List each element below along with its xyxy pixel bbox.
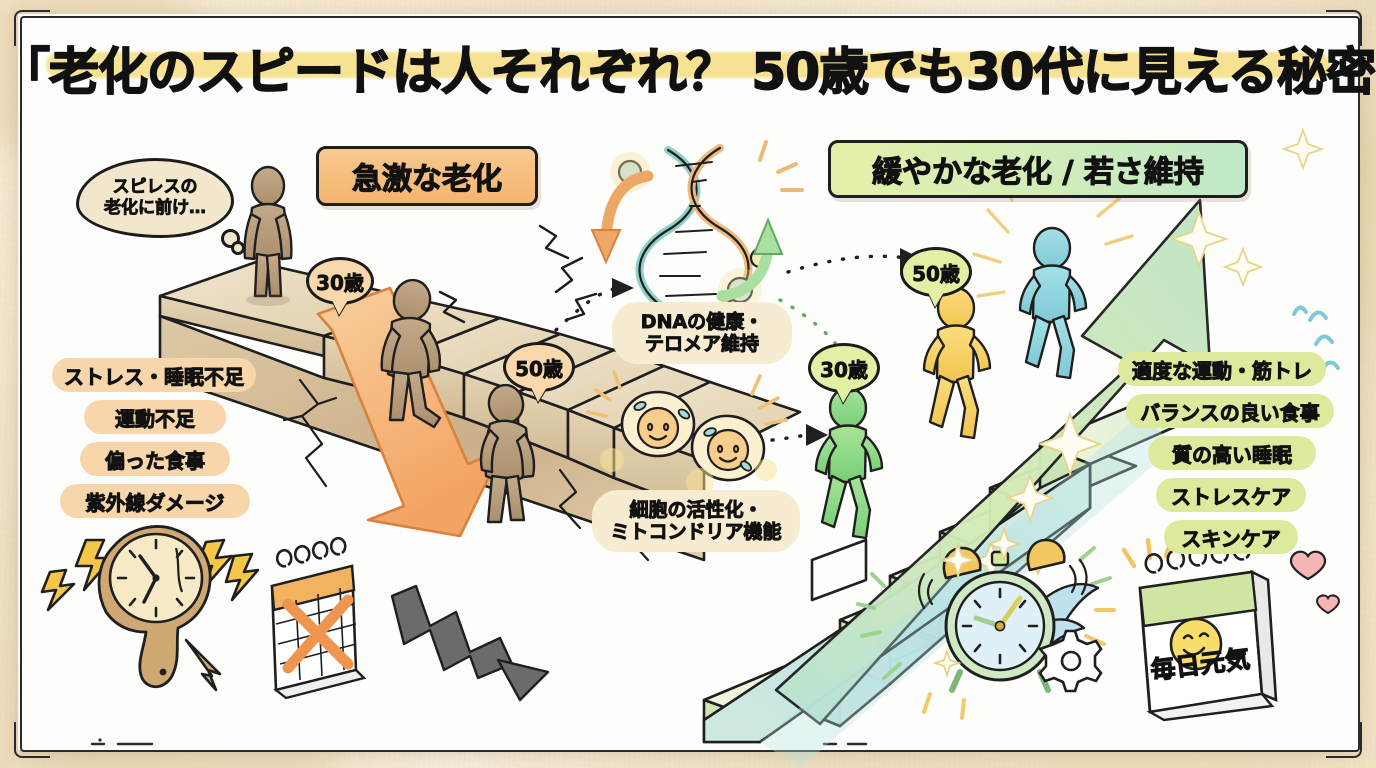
note-dna-health: DNAの健康・ テロメア維持 bbox=[612, 302, 792, 364]
bubble-tail bbox=[836, 388, 852, 403]
right-factor-2-label: バランスの良い食事 bbox=[1140, 400, 1321, 425]
right-factor-2: バランスの良い食事 bbox=[1126, 394, 1334, 428]
right-factor-4-label: ストレスケア bbox=[1171, 484, 1292, 509]
bubble-tail bbox=[332, 300, 348, 315]
right-factor-3: 質の高い睡眠 bbox=[1148, 436, 1316, 470]
left-factor-2-label: 運動不足 bbox=[115, 406, 196, 431]
age-bubble-right-30: 30歳 bbox=[808, 343, 880, 403]
right-factor-5: スキンケア bbox=[1164, 520, 1298, 554]
left-factor-3: 偏った食事 bbox=[80, 442, 230, 476]
corner-mark-bottom-left bbox=[14, 722, 50, 758]
right-factor-4: ストレスケア bbox=[1156, 478, 1306, 512]
left-factor-4-label: 紫外線ダメージ bbox=[85, 490, 225, 515]
left-factor-1-label: ストレス・睡眠不足 bbox=[64, 364, 245, 389]
age-bubble-right-30-label: 30歳 bbox=[820, 357, 869, 382]
corner-mark-bottom-right bbox=[1326, 722, 1362, 758]
banner-gradual-aging: 緩やかな老化 / 若さ維持 bbox=[828, 140, 1248, 198]
title-highlight bbox=[46, 52, 1330, 78]
age-bubble-right-50: 50歳 bbox=[900, 247, 972, 307]
right-factor-3-label: 質の高い睡眠 bbox=[1172, 442, 1293, 467]
right-factor-1-label: 適度な運動・筋トレ bbox=[1132, 358, 1313, 383]
note-cell-activation-line-1: 細胞の活性化・ bbox=[629, 498, 763, 521]
age-bubble-left-30-label: 30歳 bbox=[316, 270, 365, 295]
left-factor-4: 紫外線ダメージ bbox=[60, 484, 250, 518]
right-factor-1: 適度な運動・筋トレ bbox=[1118, 352, 1326, 386]
right-factor-5-label: スキンケア bbox=[1181, 526, 1281, 551]
left-factor-1: ストレス・睡眠不足 bbox=[52, 358, 256, 392]
bubble-tail bbox=[531, 387, 547, 402]
thought-bubble-dot bbox=[231, 241, 245, 255]
thought-bubble-line-1: スピレスの bbox=[112, 176, 198, 197]
age-bubble-right-50-label: 50歳 bbox=[912, 261, 961, 286]
note-dna-health-line-1: DNAの健康・ bbox=[640, 310, 764, 333]
title-text: 「老化のスピードは人それぞれ？ 50歳でも30代に見える秘密とは」 bbox=[0, 42, 1376, 102]
thought-bubble-line-2: 老化に前け… bbox=[104, 198, 207, 219]
note-dna-health-line-2: テロメア維持 bbox=[644, 333, 760, 356]
left-factor-3-label: 偏った食事 bbox=[105, 448, 206, 473]
thought-bubble: スピレスの 老化に前け… bbox=[76, 158, 245, 255]
age-bubble-left-30: 30歳 bbox=[306, 257, 374, 315]
bubble-tail bbox=[928, 292, 944, 307]
banner-rapid-aging-label: 急激な老化 bbox=[351, 161, 502, 197]
age-bubble-left-50: 50歳 bbox=[503, 342, 575, 402]
left-factor-2: 運動不足 bbox=[84, 400, 226, 434]
age-bubble-left-50-label: 50歳 bbox=[515, 356, 564, 381]
note-cell-activation-line-2: ミトコンドリア機能 bbox=[610, 521, 782, 544]
page-title: 「老化のスピードは人それぞれ？ 50歳でも30代に見える秘密とは」 bbox=[0, 32, 1376, 104]
corner-mark-top-right bbox=[1326, 10, 1362, 46]
note-cell-activation: 細胞の活性化・ ミトコンドリア機能 bbox=[592, 490, 800, 552]
banner-gradual-aging-label: 緩やかな老化 / 若さ維持 bbox=[872, 154, 1205, 190]
corner-mark-top-left bbox=[14, 10, 50, 46]
banner-rapid-aging: 急激な老化 bbox=[316, 146, 538, 206]
